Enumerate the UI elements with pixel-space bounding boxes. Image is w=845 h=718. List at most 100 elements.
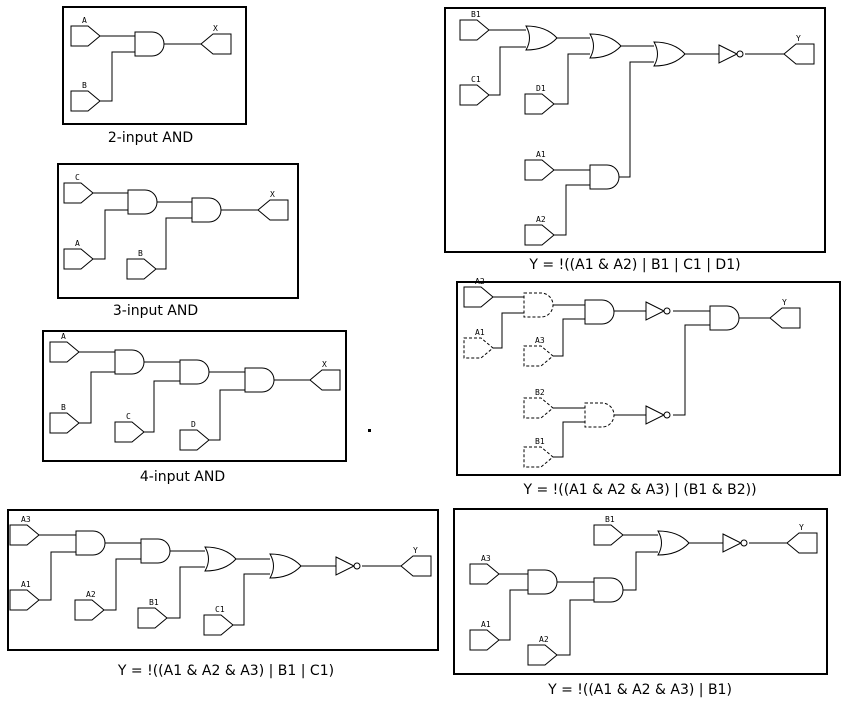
pin-label: B2 <box>535 388 545 397</box>
caption-4-input-and: 4-input AND <box>139 469 226 485</box>
and-gate-icon <box>523 292 554 318</box>
wire <box>144 380 180 433</box>
wire <box>489 46 526 96</box>
or-gate-icon <box>525 25 558 51</box>
output-port-icon <box>400 555 432 577</box>
output-port-icon <box>786 532 818 554</box>
caption-aoi-d1: Y = !((A1 & A2) | B1 | C1 | D1) <box>529 257 741 273</box>
input-port-icon <box>524 159 555 181</box>
and-gate-icon <box>527 569 558 595</box>
input-port-icon <box>179 429 210 451</box>
pin-label: B1 <box>149 598 159 607</box>
pin-label: A1 <box>21 580 31 589</box>
input-port-icon <box>70 25 101 47</box>
pin-label: A3 <box>535 336 545 345</box>
caption-aoi-c1: Y = !((A1 & A2 & A3) | B1 | C1) <box>117 663 335 679</box>
and-gate-icon <box>709 305 740 331</box>
wire <box>209 389 245 441</box>
wire <box>554 184 590 236</box>
output-port-icon <box>769 307 801 329</box>
diagram-frame <box>42 330 347 462</box>
pin-label: Y <box>782 298 787 307</box>
pin-label: B1 <box>535 437 545 446</box>
inverter-gate-icon <box>722 533 743 553</box>
output-port-icon <box>783 43 815 65</box>
wire <box>619 61 654 178</box>
output-port-icon <box>309 369 341 391</box>
wire <box>100 51 135 102</box>
caption-3-input-and: 3-input AND <box>112 303 199 319</box>
input-port-icon <box>63 248 94 270</box>
input-port-icon <box>9 524 40 546</box>
wire <box>554 53 590 105</box>
input-port-icon <box>203 614 234 636</box>
and-gate-icon <box>244 367 275 393</box>
pin-label: A <box>75 239 80 248</box>
and-gate-icon <box>584 299 615 325</box>
wire <box>93 209 128 260</box>
input-port-icon <box>463 337 494 359</box>
pin-label: D1 <box>536 84 546 93</box>
and-gate-icon <box>127 189 158 215</box>
pin-label: C <box>75 173 80 182</box>
pin-label: C <box>126 412 131 421</box>
diagram-frame <box>444 7 826 253</box>
pin-label: A1 <box>536 150 546 159</box>
input-port-icon <box>469 629 500 651</box>
or-gate-icon <box>204 546 237 572</box>
input-port-icon <box>527 644 558 666</box>
pin-label: A2 <box>475 277 485 286</box>
inverter-bubble-icon <box>663 411 671 419</box>
or-gate-icon <box>269 553 302 579</box>
pin-label: B <box>61 403 66 412</box>
input-port-icon <box>524 224 555 246</box>
input-port-icon <box>463 286 494 308</box>
input-port-icon <box>459 19 490 41</box>
wire <box>551 421 585 458</box>
pin-label: C1 <box>215 605 225 614</box>
and-gate-icon <box>134 31 165 57</box>
pin-label: A1 <box>481 620 491 629</box>
input-port-icon <box>469 563 500 585</box>
input-port-icon <box>524 93 555 115</box>
pin-label: B <box>138 249 143 258</box>
inverter-bubble-icon <box>663 307 671 315</box>
diagram-frame <box>453 508 828 675</box>
inverter-gate-icon <box>645 301 666 321</box>
wire <box>623 551 658 591</box>
and-gate-icon <box>114 349 145 375</box>
and-gate-icon <box>75 530 106 556</box>
input-port-icon <box>63 182 94 204</box>
pin-label: A2 <box>86 590 96 599</box>
input-port-icon <box>137 607 168 629</box>
wire <box>167 566 205 619</box>
and-gate-icon <box>589 164 620 190</box>
pin-label: A2 <box>536 215 546 224</box>
pin-label: B <box>82 81 87 90</box>
input-port-icon <box>49 412 80 434</box>
wire <box>104 558 141 611</box>
caption-aoi-b1b2: Y = !((A1 & A2 & A3) | (B1 & B2)) <box>523 482 757 498</box>
or-gate-icon <box>657 530 690 556</box>
input-port-icon <box>523 397 554 419</box>
input-port-icon <box>114 421 145 443</box>
diagram-frame <box>62 6 247 125</box>
diagram-frame <box>456 281 841 476</box>
pin-label: A2 <box>539 635 549 644</box>
input-port-icon <box>523 446 554 468</box>
wire <box>557 599 594 656</box>
input-port-icon <box>593 524 624 546</box>
wire <box>673 324 710 416</box>
input-port-icon <box>126 258 157 280</box>
pin-label: B1 <box>605 515 615 524</box>
input-port-icon <box>70 90 101 112</box>
inverter-gate-icon <box>335 556 356 576</box>
and-gate-icon <box>593 577 624 603</box>
pin-label: Y <box>796 34 801 43</box>
wire <box>489 312 524 349</box>
pin-label: B1 <box>471 10 481 19</box>
pin-label: A <box>61 332 66 341</box>
or-gate-icon <box>589 33 622 59</box>
and-gate-icon <box>140 538 171 564</box>
